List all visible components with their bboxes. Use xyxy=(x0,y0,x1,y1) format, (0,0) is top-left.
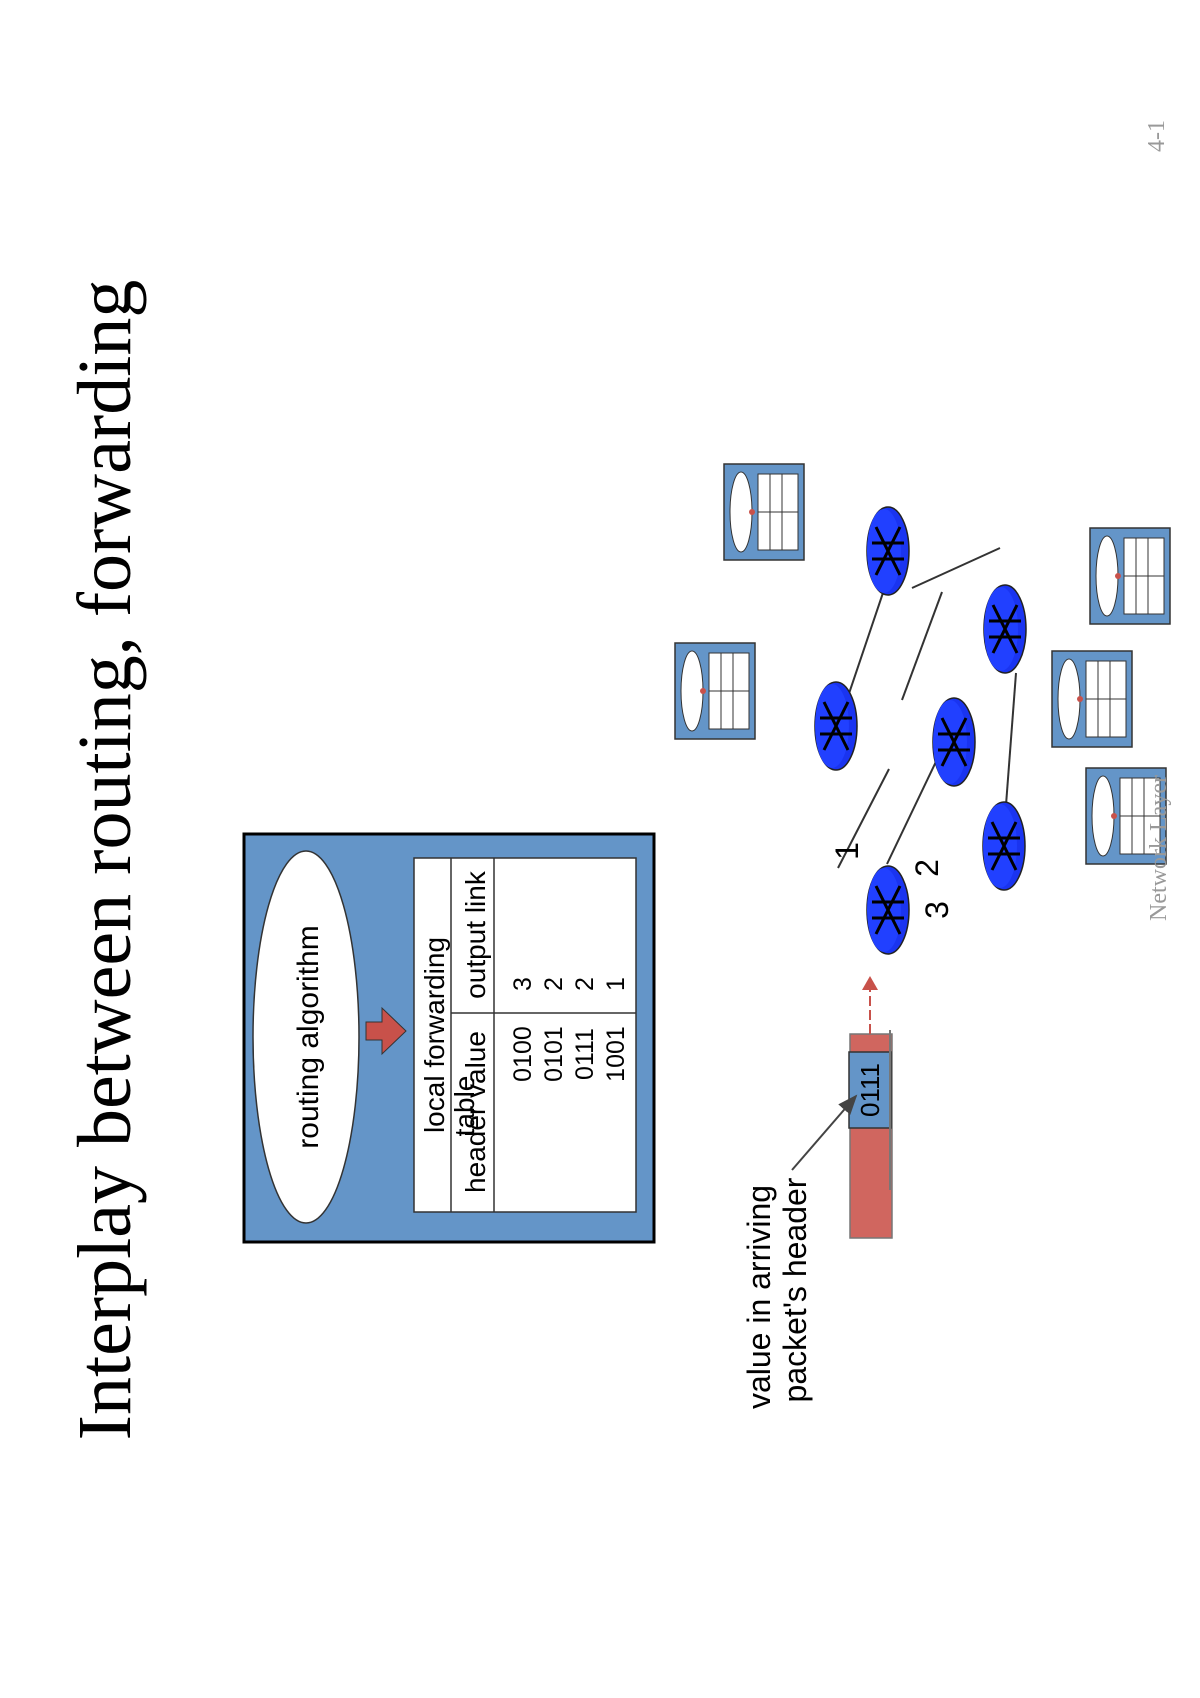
link-number-3: 3 xyxy=(919,901,955,919)
forwarding-table-icon xyxy=(674,642,756,740)
row-header-value: 1001 xyxy=(602,1026,630,1082)
table-row: 1001 1 xyxy=(602,977,630,1082)
link-number-2: 2 xyxy=(909,859,945,877)
control-plane-box: routing algorithm local forwarding table… xyxy=(242,832,656,1244)
router-icon xyxy=(931,696,977,788)
router-icon xyxy=(813,680,859,772)
table-title-line2: table xyxy=(449,1076,480,1137)
router-icon xyxy=(981,800,1027,892)
forwarding-table-icon xyxy=(1051,650,1133,748)
packet-header-value: 0111 xyxy=(855,1063,885,1117)
svg-text:Interplay between routing, for: Interplay between routing, forwarding xyxy=(63,280,147,1441)
svg-text:1: 1 xyxy=(829,842,865,860)
row-output-link: 1 xyxy=(602,977,630,991)
down-arrow-icon xyxy=(365,1006,407,1056)
table-row: 0111 2 xyxy=(571,977,599,1080)
packet: 0111 xyxy=(848,976,893,1239)
row-header-value: 0111 xyxy=(571,1028,599,1080)
router-icon xyxy=(982,583,1028,675)
forwarding-table-icon xyxy=(723,463,805,561)
row-output-link: 2 xyxy=(540,977,568,991)
svg-text:3: 3 xyxy=(919,901,955,919)
row-output-link: 2 xyxy=(571,977,599,991)
column-header-value: header value xyxy=(460,1031,491,1193)
row-header-value: 0101 xyxy=(540,1026,568,1082)
caption-line2: packet's header xyxy=(777,1177,813,1402)
svg-text:2: 2 xyxy=(909,859,945,877)
svg-text:Network Layer: Network Layer xyxy=(1146,775,1172,921)
page-number: 4-1 xyxy=(1144,120,1170,152)
svg-text:4-1: 4-1 xyxy=(1144,120,1170,152)
table-title-line1: local forwarding xyxy=(419,937,450,1133)
forwarding-table: local forwarding table header value outp… xyxy=(413,857,637,1213)
forwarding-table-icon xyxy=(1089,527,1171,625)
router-icon xyxy=(865,505,911,597)
router-icon xyxy=(865,864,911,956)
slide-title: Interplay between routing, forwarding xyxy=(63,280,147,1441)
row-output-link: 3 xyxy=(509,977,537,991)
table-row: 0101 2 xyxy=(540,977,568,1082)
packet-caption: value in arriving packet's header xyxy=(741,1094,858,1409)
row-header-value: 0100 xyxy=(509,1026,537,1082)
routing-algorithm-ellipse: routing algorithm xyxy=(252,850,360,1224)
caption-line1: value in arriving xyxy=(741,1185,777,1409)
arrow-up-icon xyxy=(862,976,878,990)
caption-pointer xyxy=(791,1094,858,1171)
column-header-output: output link xyxy=(460,870,491,999)
routing-algorithm-label: routing algorithm xyxy=(292,925,325,1148)
link-number-1: 1 xyxy=(829,842,865,860)
table-row: 0100 3 xyxy=(509,977,537,1082)
footer-label: Network Layer xyxy=(1146,775,1172,921)
